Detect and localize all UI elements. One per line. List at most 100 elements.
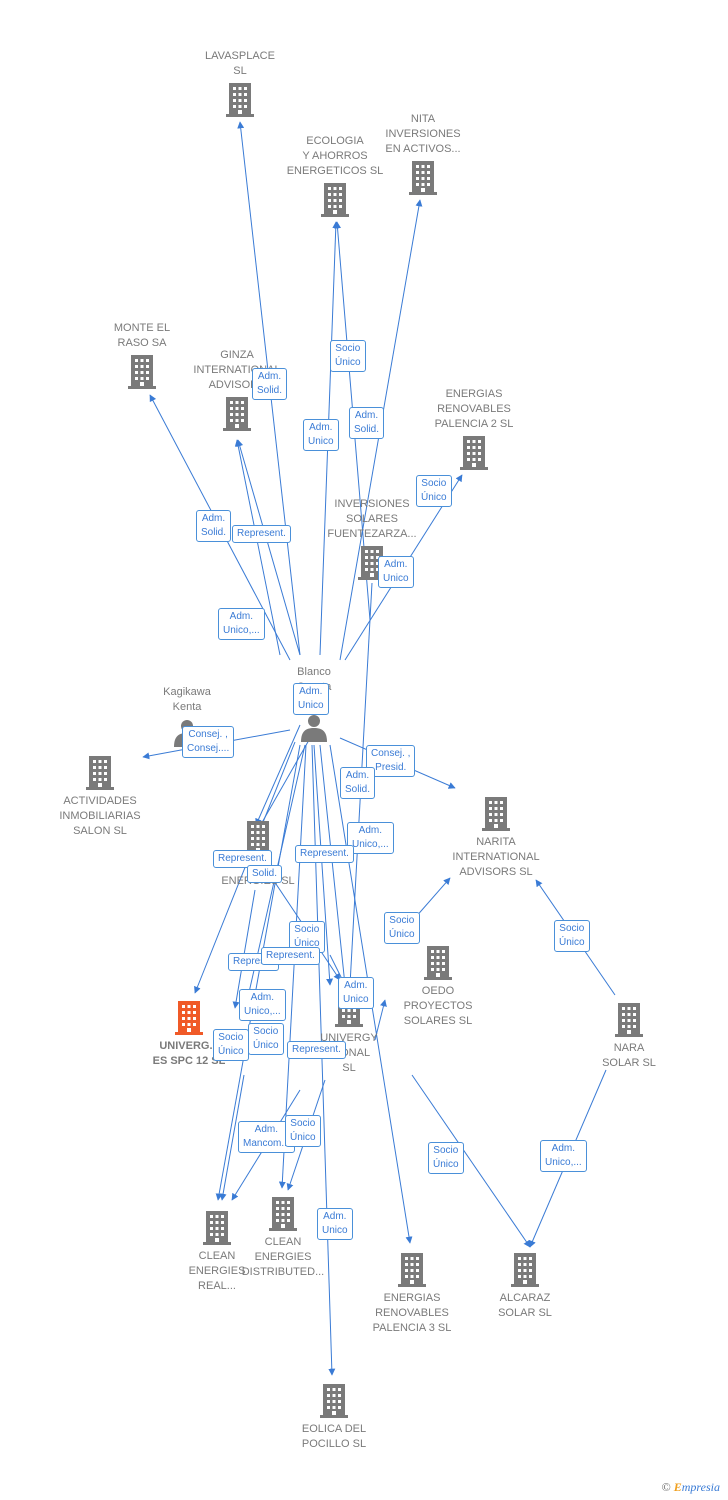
relation-label[interactable]: Adm.Unico,... [347, 822, 394, 854]
relation-label-line: Adm. [299, 686, 323, 697]
person-icon[interactable] [301, 715, 327, 742]
brand-logo[interactable]: Empresia [673, 1480, 720, 1494]
relation-label[interactable]: Represent. [232, 525, 291, 543]
node-label-line: Kenta [172, 701, 202, 713]
relation-label[interactable]: Adm.Unico,... [218, 608, 265, 640]
node-label-line: SOLARES [346, 513, 398, 525]
building-icon[interactable] [409, 161, 437, 195]
relation-label-line: Unico,... [352, 839, 389, 850]
node-label-line: ACTIVIDADES [63, 795, 137, 807]
relation-label-line: Único [433, 1159, 459, 1170]
focus-building-icon[interactable] [175, 1001, 203, 1035]
building-icon[interactable] [86, 756, 114, 790]
relation-label-line: Socio [389, 915, 415, 926]
relation-label[interactable]: Adm.Unico,... [239, 989, 286, 1021]
building-icon[interactable] [424, 946, 452, 980]
node-label-line: REAL... [198, 1280, 236, 1292]
node-label-line: PALENCIA 2 SL [434, 418, 514, 430]
relation-label[interactable]: Adm.Unico,... [540, 1140, 587, 1172]
relation-label-line: Represent. [237, 528, 286, 539]
node-label-line: EN ACTIVOS... [385, 143, 461, 155]
node-label-line: SL [233, 65, 247, 77]
building-icon[interactable] [223, 397, 251, 431]
relation-edge [232, 889, 256, 1009]
relation-label[interactable]: Adm.Unico [317, 1208, 353, 1240]
building-icon[interactable] [398, 1253, 426, 1287]
relation-label[interactable]: Adm.Unico [303, 419, 339, 451]
relation-label-line: Repres... [233, 956, 274, 967]
node-label-line: CLEAN [198, 1250, 236, 1262]
building-icon[interactable] [226, 83, 254, 117]
node-label-line: INMOBILIARIAS [59, 810, 141, 822]
relation-label-line: Único [421, 492, 447, 503]
relation-label[interactable]: Represent. [287, 1041, 346, 1059]
relation-label-line: Adm. [344, 980, 368, 991]
building-icon[interactable] [320, 1384, 348, 1418]
relation-label-line: Socio [294, 924, 320, 935]
relation-label[interactable]: Adm.Unico [293, 683, 329, 715]
building-icon[interactable] [615, 1003, 643, 1037]
node-label-line: ENERGIAS [445, 388, 503, 400]
relation-label-line: Socio [253, 1026, 279, 1037]
building-icon[interactable] [128, 355, 156, 389]
relation-label[interactable]: Adm.Solid. [340, 767, 376, 799]
node-label-line: MONTE EL [113, 322, 171, 334]
node-label-line: RENOVABLES [375, 1307, 449, 1319]
relation-label[interactable]: Adm.Solid. [252, 368, 288, 400]
building-icon[interactable] [460, 436, 488, 470]
relation-label-line: Adm. [257, 371, 282, 382]
relation-edge [236, 439, 301, 656]
relation-edge [234, 439, 281, 656]
node-label-line: SL [342, 1062, 356, 1074]
relation-label[interactable]: Represent. [213, 850, 272, 868]
relation-label[interactable]: Consej. ,Consej.... [182, 726, 235, 758]
relation-label[interactable]: Solid. [247, 865, 283, 883]
node-label-universpc[interactable]: UNIVERG...ES SPC 12 SL [114, 1039, 264, 1069]
relation-label-line: Socio [335, 343, 361, 354]
relation-label[interactable]: Represent. [261, 947, 320, 965]
node-label-line: ENERGETICOS SL [286, 165, 384, 177]
building-icon[interactable] [482, 797, 510, 831]
relation-label[interactable]: Adm.Solid. [196, 510, 232, 542]
node-label-line: INTERNATIONAL [193, 364, 281, 376]
relation-edge [278, 744, 307, 1189]
relation-label-line: Represent. [300, 848, 349, 859]
relation-label[interactable]: Represent. [295, 845, 354, 863]
relation-label[interactable]: Adm.Unico [338, 977, 374, 1009]
building-icon[interactable] [321, 183, 349, 217]
relation-label-line: Unico [322, 1225, 348, 1236]
building-icon[interactable] [269, 1197, 297, 1231]
relation-label[interactable]: Adm.Solid. [349, 407, 385, 439]
relation-label-line: Único [290, 1132, 316, 1143]
relation-label-line: Socio [559, 923, 585, 934]
relation-label[interactable]: Consej. ,Presid. [366, 745, 416, 777]
relation-label[interactable]: Adm.Unico [378, 556, 414, 588]
building-icon[interactable] [511, 1253, 539, 1287]
relation-label-line: Unico,... [223, 625, 260, 636]
